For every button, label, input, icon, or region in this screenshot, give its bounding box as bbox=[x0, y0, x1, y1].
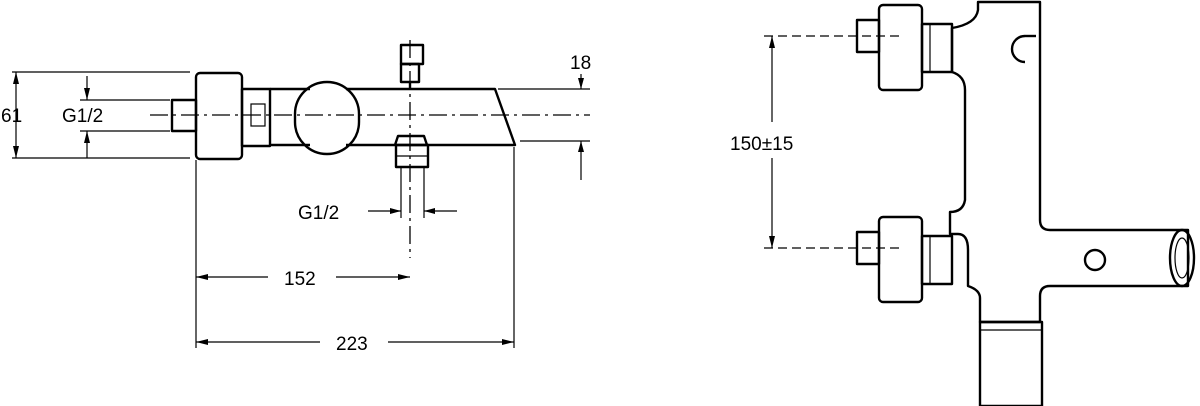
dim-height-label: 61 bbox=[1, 106, 22, 127]
bottom-inlet-collar bbox=[920, 234, 954, 286]
thermostat-dial bbox=[293, 80, 361, 156]
side-view: 61 G1/2 18 G1/2 152 223 bbox=[1, 40, 591, 355]
bottom-grip bbox=[978, 320, 1044, 406]
spout-end bbox=[1168, 228, 1196, 288]
dim-inlet-thread-label: G1/2 bbox=[62, 106, 103, 127]
hook-slot bbox=[1010, 34, 1026, 64]
collar bbox=[240, 87, 272, 148]
diverter-hole bbox=[1083, 248, 1107, 272]
dim-outlet-distance-label: 152 bbox=[284, 269, 316, 290]
diverter-head bbox=[399, 43, 425, 66]
mixer-body bbox=[270, 87, 517, 147]
dim-overall-length-label: 223 bbox=[336, 334, 368, 355]
end-cap bbox=[194, 71, 244, 161]
collar-nut bbox=[250, 103, 266, 127]
dim-inlet-spacing-label: 150±15 bbox=[730, 134, 793, 155]
top-inlet-cap bbox=[877, 3, 924, 92]
mixer-body-front bbox=[948, 0, 1190, 324]
outlet-shoulder bbox=[393, 134, 429, 146]
dim-spout-height-label: 18 bbox=[570, 53, 591, 74]
bottom-inlet-cap bbox=[877, 215, 924, 304]
dim-outlet-thread-label: G1/2 bbox=[298, 203, 339, 224]
top-inlet-collar bbox=[920, 22, 954, 74]
front-view: 150±15 bbox=[730, 0, 1196, 406]
